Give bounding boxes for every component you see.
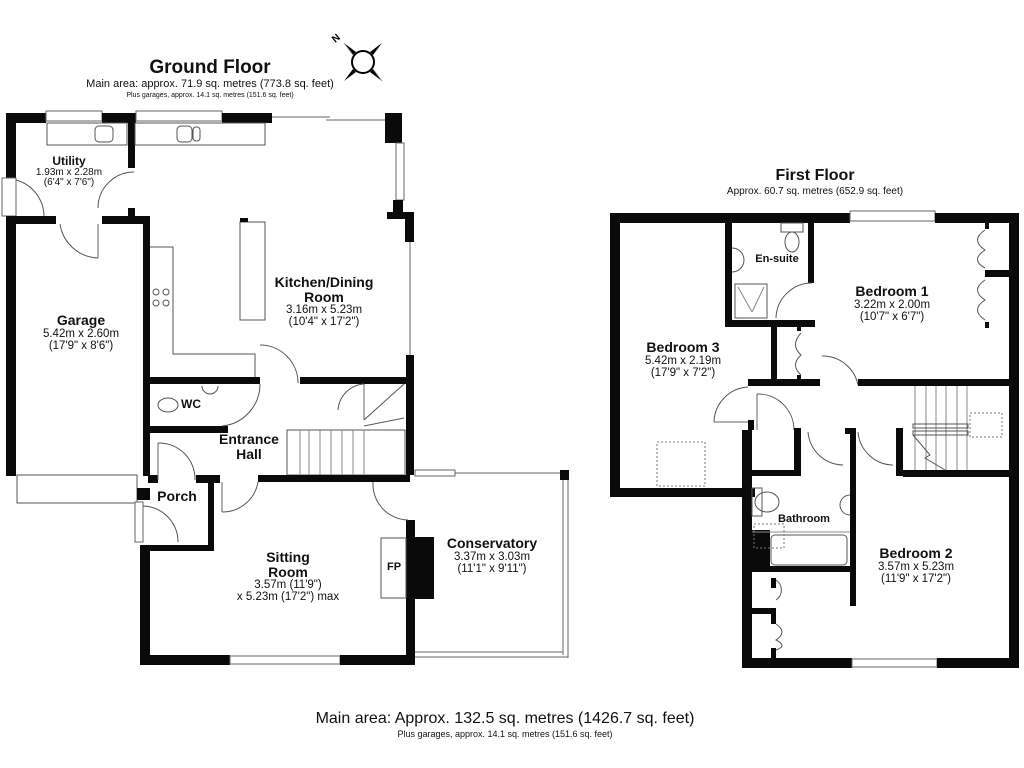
room-bedroom-2: Bedroom 2 3.57m x 5.23m (11'9" x 17'2") [877, 545, 955, 585]
room-kitchen-dining: Kitchen/Dining Room 3.16m x 5.23m (10'4"… [274, 274, 374, 329]
room-wc: WC [181, 397, 201, 411]
room-bedroom-1: Bedroom 1 3.22m x 2.00m (10'7" x 6'7") [853, 283, 931, 323]
first-floor-plan [610, 210, 1019, 668]
compass-rose-icon: N [330, 32, 383, 82]
room-garage: Garage 5.42m x 2.60m (17'9" x 8'6") [42, 312, 120, 352]
ground-floor-title: Ground Floor [149, 57, 271, 78]
total-area: Main area: Approx. 132.5 sq. metres (142… [315, 710, 695, 727]
room-en-suite: En-suite [755, 253, 799, 265]
first-floor-area: Approx. 60.7 sq. metres (652.9 sq. feet) [726, 186, 904, 197]
room-bedroom-3: Bedroom 3 5.42m x 2.19m (17'9" x 7'2") [644, 339, 722, 379]
room-utility: Utility 1.93m x 2.28m (6'4" x 7'6") [35, 154, 103, 189]
room-conservatory: Conservatory 3.37m x 3.03m (11'1" x 9'11… [446, 535, 538, 575]
ground-floor-area: Main area: approx. 71.9 sq. metres (773.… [86, 78, 334, 90]
ground-floor-garages: Plus garages, approx. 14.1 sq. metres (1… [126, 92, 294, 99]
room-porch: Porch [157, 488, 197, 504]
room-sitting-room: Sitting Room 3.57m (11'9") x 5.23m (17'2… [236, 549, 340, 604]
first-floor-title: First Floor [775, 167, 855, 184]
room-bathroom: Bathroom [778, 513, 830, 525]
ground-floor-plan [1, 110, 569, 665]
total-garages: Plus garages, approx. 14.1 sq. metres (1… [397, 729, 613, 739]
fireplace-label: FP [386, 561, 402, 573]
svg-text:N: N [330, 32, 343, 45]
room-entrance-hall: Entrance Hall [219, 431, 279, 462]
